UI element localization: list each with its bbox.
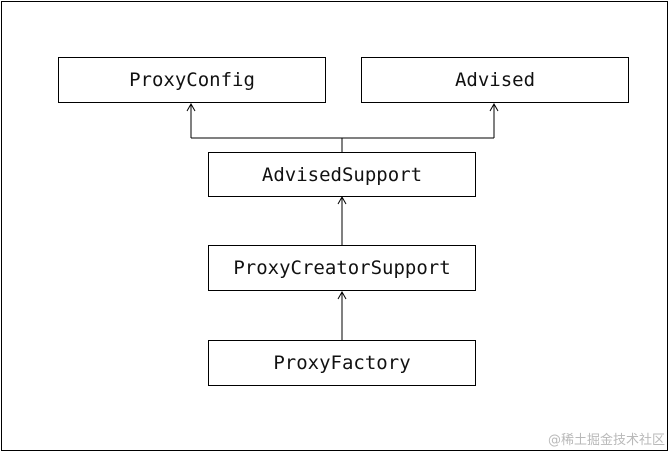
- node-proxy-config: ProxyConfig: [58, 57, 326, 103]
- arrowhead-advisedsupport: [337, 195, 347, 205]
- watermark-text: @稀土掘金技术社区: [547, 433, 665, 448]
- node-advised-support: AdvisedSupport: [208, 152, 476, 197]
- node-proxy-factory: ProxyFactory: [208, 340, 476, 386]
- arrowhead-advised: [489, 102, 499, 112]
- node-advised: Advised: [361, 57, 629, 103]
- node-proxy-creator-support: ProxyCreatorSupport: [208, 245, 476, 291]
- arrowhead-proxyconfig: [186, 102, 196, 112]
- arrowhead-proxycreatorsupport: [337, 290, 347, 300]
